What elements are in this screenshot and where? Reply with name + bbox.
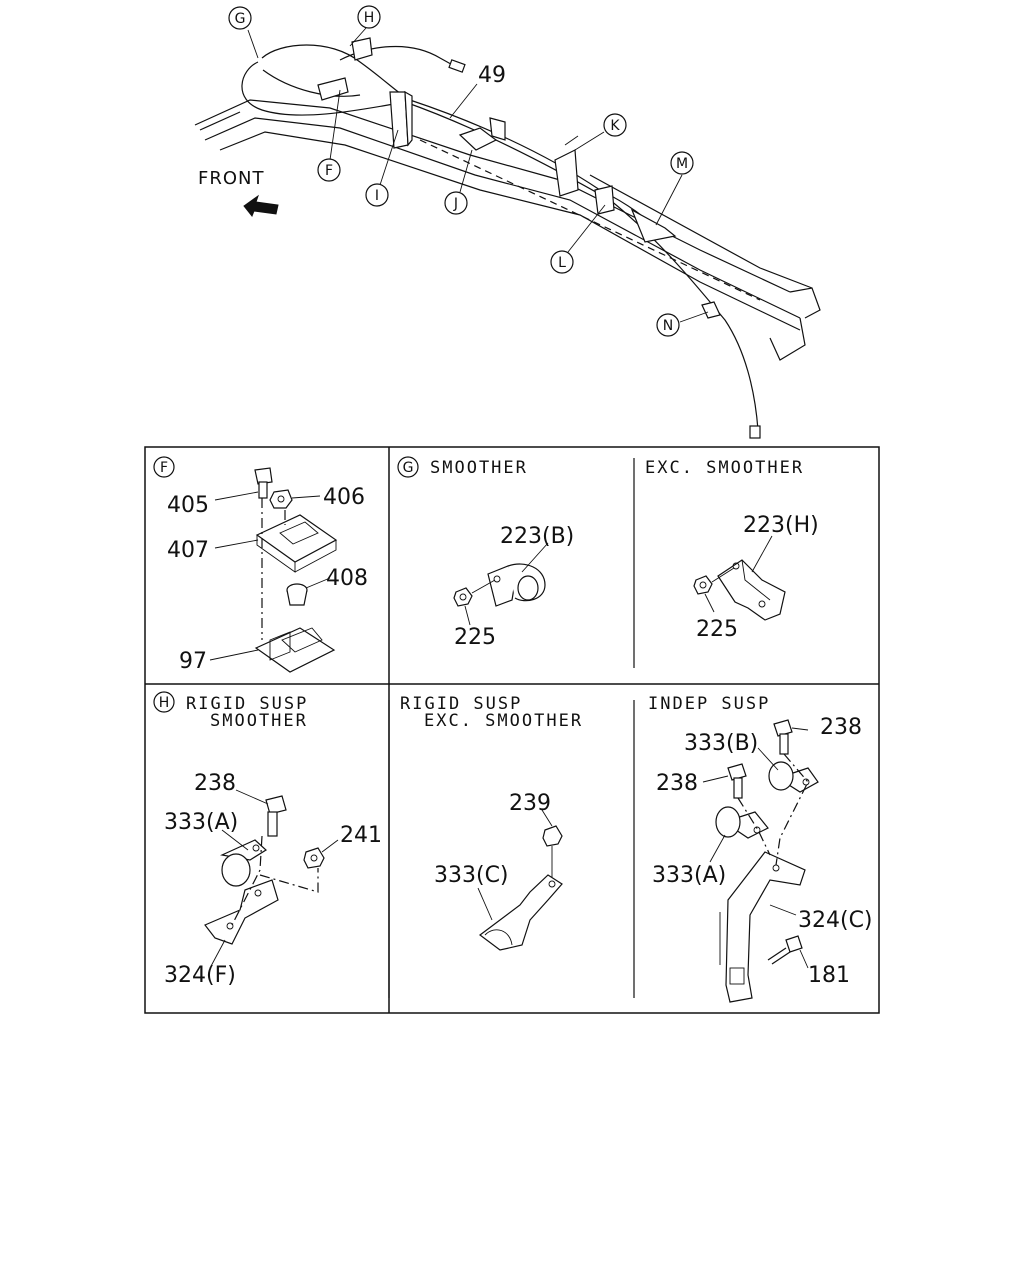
label-333c: 333(C) [434, 863, 509, 888]
nut-406 [269, 489, 293, 509]
label-241: 241 [340, 823, 382, 848]
label-223b: 223(B) [500, 524, 574, 549]
label-223h: 223(H) [743, 513, 819, 538]
panel-h-header-2: SMOOTHER [210, 711, 308, 731]
front-label: FRONT [198, 168, 265, 189]
frame-rail [194, 99, 821, 361]
nut-239 [542, 825, 563, 880]
nut-225 [453, 587, 473, 607]
bolt-238-lower [727, 763, 747, 799]
svg-text:L: L [558, 255, 566, 271]
svg-text:F: F [325, 163, 333, 179]
bracket-324c [719, 851, 806, 1003]
panel-h-marker: H [153, 691, 175, 713]
brackets [317, 37, 721, 319]
callout-k: K [603, 113, 627, 137]
panel-g-smoother: G SMOOTHER 223(B) 225 [397, 456, 574, 650]
label-333a-indep: 333(A) [652, 863, 726, 888]
label-238-upper: 238 [820, 715, 862, 740]
bolt-181 [767, 935, 803, 965]
panel-g-header: SMOOTHER [430, 458, 528, 478]
callout-g: G [228, 6, 252, 30]
callout-f: F [317, 158, 341, 182]
bracket-97 [254, 627, 336, 673]
callout-n: N [656, 313, 680, 337]
label-333b: 333(B) [684, 731, 758, 756]
label-238-lower: 238 [656, 771, 698, 796]
plate-407 [255, 514, 338, 563]
svg-text:J: J [453, 196, 458, 212]
panel-h-exc-header-2: EXC. SMOOTHER [424, 711, 583, 731]
bolt-238 [265, 795, 287, 837]
label-225-smoother: 225 [454, 625, 496, 650]
clamp-333a [219, 839, 267, 887]
panel-h-exc-header-1: RIGID SUSP [400, 694, 522, 714]
panel-h-header-1: RIGID SUSP [186, 694, 308, 714]
callout-l: L [550, 250, 574, 274]
svg-text:H: H [159, 695, 170, 711]
grommet-408 [286, 583, 308, 606]
panel-h-indep: INDEP SUSP [648, 694, 873, 1003]
label-239: 239 [509, 791, 551, 816]
clamp-333a-indep [715, 806, 769, 839]
svg-text:K: K [610, 118, 620, 134]
bracket-324f [204, 879, 279, 945]
panel-h-rigid-exc: RIGID SUSP EXC. SMOOTHER 239 333(C) [400, 694, 583, 951]
bolt-405 [254, 467, 273, 499]
label-333a: 333(A) [164, 810, 238, 835]
panel-h-rigid-smoother: H RIGID SUSP SMOOTHER 238 333(A) 24 [153, 691, 382, 988]
svg-text:G: G [403, 460, 414, 476]
svg-text:G: G [235, 11, 246, 27]
clip-223h [717, 559, 786, 621]
callout-j: J [444, 191, 468, 215]
label-324c: 324(C) [798, 908, 873, 933]
label-181: 181 [808, 963, 850, 988]
svg-text:N: N [663, 318, 673, 334]
label-238: 238 [194, 771, 236, 796]
panel-g-exc-smoother: EXC. SMOOTHER 223(H) 225 [645, 458, 819, 642]
label-225-exc: 225 [696, 617, 738, 642]
svg-text:M: M [676, 156, 688, 172]
front-arrow-icon [243, 194, 279, 217]
label-406: 406 [323, 485, 365, 510]
label-407: 407 [167, 538, 209, 563]
svg-text:H: H [364, 10, 375, 26]
callout-i: I [365, 183, 389, 207]
nut-225-exc [693, 575, 713, 595]
callout-m: M [670, 151, 694, 175]
bracket-333c [479, 874, 563, 951]
panel-f: F 405 406 4 [153, 456, 368, 674]
svg-text:I: I [375, 188, 379, 204]
panel-f-marker: F [153, 456, 175, 478]
label-405: 405 [167, 493, 209, 518]
panel-g-exc-header: EXC. SMOOTHER [645, 458, 804, 478]
bolt-238-upper [773, 719, 793, 755]
clamp-333b [768, 761, 819, 793]
panel-indep-header: INDEP SUSP [648, 694, 770, 714]
panel-g-marker: G [397, 456, 419, 478]
svg-text:F: F [160, 460, 168, 476]
callout-h: H [357, 5, 381, 29]
label-408: 408 [326, 566, 368, 591]
nut-241 [303, 847, 325, 869]
label-97: 97 [179, 649, 207, 674]
part-49-label: 49 [478, 63, 506, 88]
label-324f: 324(F) [164, 963, 236, 988]
detail-grid [144, 446, 880, 1014]
main-assembly-view: FRONT G H F I [194, 5, 821, 439]
clip-223b [487, 563, 546, 607]
